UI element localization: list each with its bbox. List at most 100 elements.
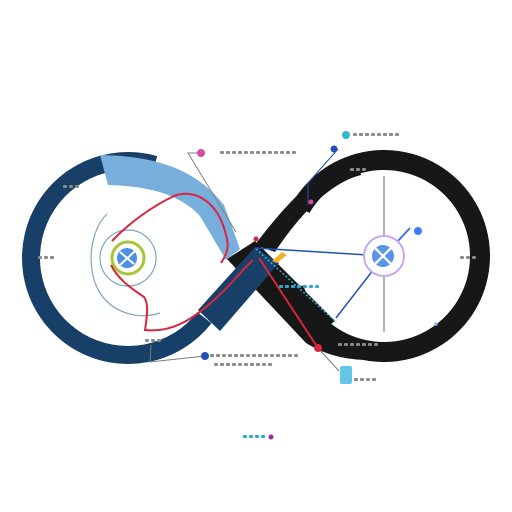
left-ring-glyphs-2-mark	[38, 256, 42, 259]
bottom-right-callout-glyphs-mark	[350, 343, 354, 346]
bottom-left-callout-glyphs-1-mark	[264, 354, 268, 357]
bottom-left-callout-glyphs-1-mark	[258, 354, 262, 357]
upper-right-small-dot	[308, 199, 314, 205]
top-right-callout-glyphs-mark	[389, 133, 393, 136]
center-glyphs-mark	[303, 285, 307, 288]
bottom-left-callout-leader	[149, 344, 206, 363]
right-node-accent-dot	[414, 227, 422, 235]
top-left-callout-glyphs-mark	[220, 151, 224, 154]
bottom-right-callout-glyphs-mark	[374, 343, 378, 346]
left-ring-glyphs-2-mark	[50, 256, 54, 259]
top-left-callout-glyphs-mark	[262, 151, 266, 154]
right-ring-tiny-dot	[434, 322, 438, 326]
left-node-cross-icon	[119, 250, 136, 266]
top-left-callout-dot	[197, 149, 205, 157]
top-right-callout-glyphs-mark	[371, 133, 375, 136]
top-left-callout-glyphs-mark	[256, 151, 260, 154]
right-node-cross-icon	[373, 246, 393, 266]
bottom-left-callout-glyphs-2-mark	[262, 363, 266, 366]
bottom-left-callout-glyphs-1-mark	[276, 354, 280, 357]
top-right-callout-glyphs-mark	[359, 133, 363, 136]
top-left-callout-glyphs-mark	[250, 151, 254, 154]
bottom-center-glyphs-mark	[261, 435, 265, 438]
top-right-callout-leader	[307, 148, 339, 205]
orange-center-mark	[272, 252, 287, 263]
bottom-left-callout-glyphs-1-mark	[294, 354, 298, 357]
top-right-callout-glyphs-mark	[353, 133, 357, 136]
bottom-left-callout-glyphs-1-mark	[228, 354, 232, 357]
bottom-center-dot	[268, 434, 274, 440]
bottom-center-glyphs-mark	[243, 435, 247, 438]
bottom-left-callout-glyphs-1-mark	[288, 354, 292, 357]
top-left-callout-glyphs-mark	[274, 151, 278, 154]
top-right-callout-glyphs-mark	[383, 133, 387, 136]
bottom-left-callout-glyphs-2-mark	[232, 363, 236, 366]
left-ring-glyphs-1-mark	[63, 185, 67, 188]
right-ring-glyphs-2-mark	[460, 256, 464, 259]
left-ring-glyphs-1-mark	[75, 185, 79, 188]
top-left-callout-glyphs-mark	[286, 151, 290, 154]
top-left-callout-glyphs-mark	[280, 151, 284, 154]
cyan-block-glyphs-mark	[360, 378, 364, 381]
upper-right-link-dot	[330, 145, 338, 153]
right-ring-glyphs-1-mark	[362, 168, 366, 171]
left-ring-glyphs-3-mark	[157, 339, 161, 342]
top-left-callout-glyphs-mark	[244, 151, 248, 154]
top-left-callout-glyphs-mark	[292, 151, 296, 154]
center-glyphs-mark	[279, 285, 283, 288]
bottom-left-callout-glyphs-2-mark	[238, 363, 242, 366]
left-ring-glyphs-1-mark	[69, 185, 73, 188]
top-left-callout-glyphs-mark	[226, 151, 230, 154]
bottom-left-callout-glyphs-1-mark	[210, 354, 214, 357]
bottom-left-callout-glyphs-2-mark	[214, 363, 218, 366]
top-right-callout-dot	[342, 131, 350, 139]
center-crossover-blue	[198, 247, 279, 331]
bottom-left-callout-glyphs-1-mark	[216, 354, 220, 357]
red-link-left-upper	[111, 192, 229, 264]
bottom-left-callout-dot	[201, 352, 209, 360]
left-inner-guide	[90, 213, 161, 317]
bottom-left-callout-glyphs-2-mark	[244, 363, 248, 366]
bottom-right-callout-glyphs-mark	[362, 343, 366, 346]
bottom-left-callout-glyphs-2-mark	[220, 363, 224, 366]
bottom-left-callout-glyphs-1-mark	[246, 354, 250, 357]
bottom-left-callout-glyphs-2-mark	[256, 363, 260, 366]
bottom-left-callout-glyphs-1-mark	[282, 354, 286, 357]
bottom-right-callout-dot	[314, 344, 322, 352]
bottom-left-callout-glyphs-2-mark	[250, 363, 254, 366]
center-top-dot	[253, 236, 259, 242]
cyan-block-glyphs-mark	[366, 378, 370, 381]
bottom-right-callout-glyphs-mark	[344, 343, 348, 346]
cyan-block-glyphs-mark	[354, 378, 358, 381]
bottom-right-callout-glyphs-mark	[368, 343, 372, 346]
bottom-left-callout-glyphs-1-mark	[270, 354, 274, 357]
right-ring-glyphs-1-mark	[350, 168, 354, 171]
bottom-left-callout-glyphs-2-mark	[226, 363, 230, 366]
bottom-left-callout-glyphs-1-mark	[234, 354, 238, 357]
top-left-callout-glyphs-mark	[268, 151, 272, 154]
right-ring-glyphs-2-mark	[466, 256, 470, 259]
center-glyphs-mark	[297, 285, 301, 288]
top-left-callout-glyphs-mark	[232, 151, 236, 154]
bottom-left-callout-glyphs-1-mark	[240, 354, 244, 357]
red-link-center	[258, 257, 317, 346]
top-right-callout-glyphs-mark	[365, 133, 369, 136]
cyan-block-glyphs-mark	[372, 378, 376, 381]
bottom-right-callout-glyphs-mark	[338, 343, 342, 346]
left-ring-glyphs-3-mark	[145, 339, 149, 342]
bottom-center-glyphs-mark	[255, 435, 259, 438]
center-glyphs-mark	[285, 285, 289, 288]
right-horizontal-link	[254, 247, 385, 257]
cyan-legend-block	[340, 366, 352, 384]
bottom-center-glyphs-mark	[249, 435, 253, 438]
center-glyphs-mark	[315, 285, 319, 288]
top-right-callout-glyphs-mark	[395, 133, 399, 136]
top-left-callout-glyphs-mark	[238, 151, 242, 154]
red-link-left-lower	[110, 259, 254, 332]
right-ring-glyphs-1-mark	[356, 168, 360, 171]
bottom-right-callout-glyphs-mark	[356, 343, 360, 346]
left-ring-glyphs-2-mark	[44, 256, 48, 259]
right-ring-glyphs-2-mark	[472, 256, 476, 259]
